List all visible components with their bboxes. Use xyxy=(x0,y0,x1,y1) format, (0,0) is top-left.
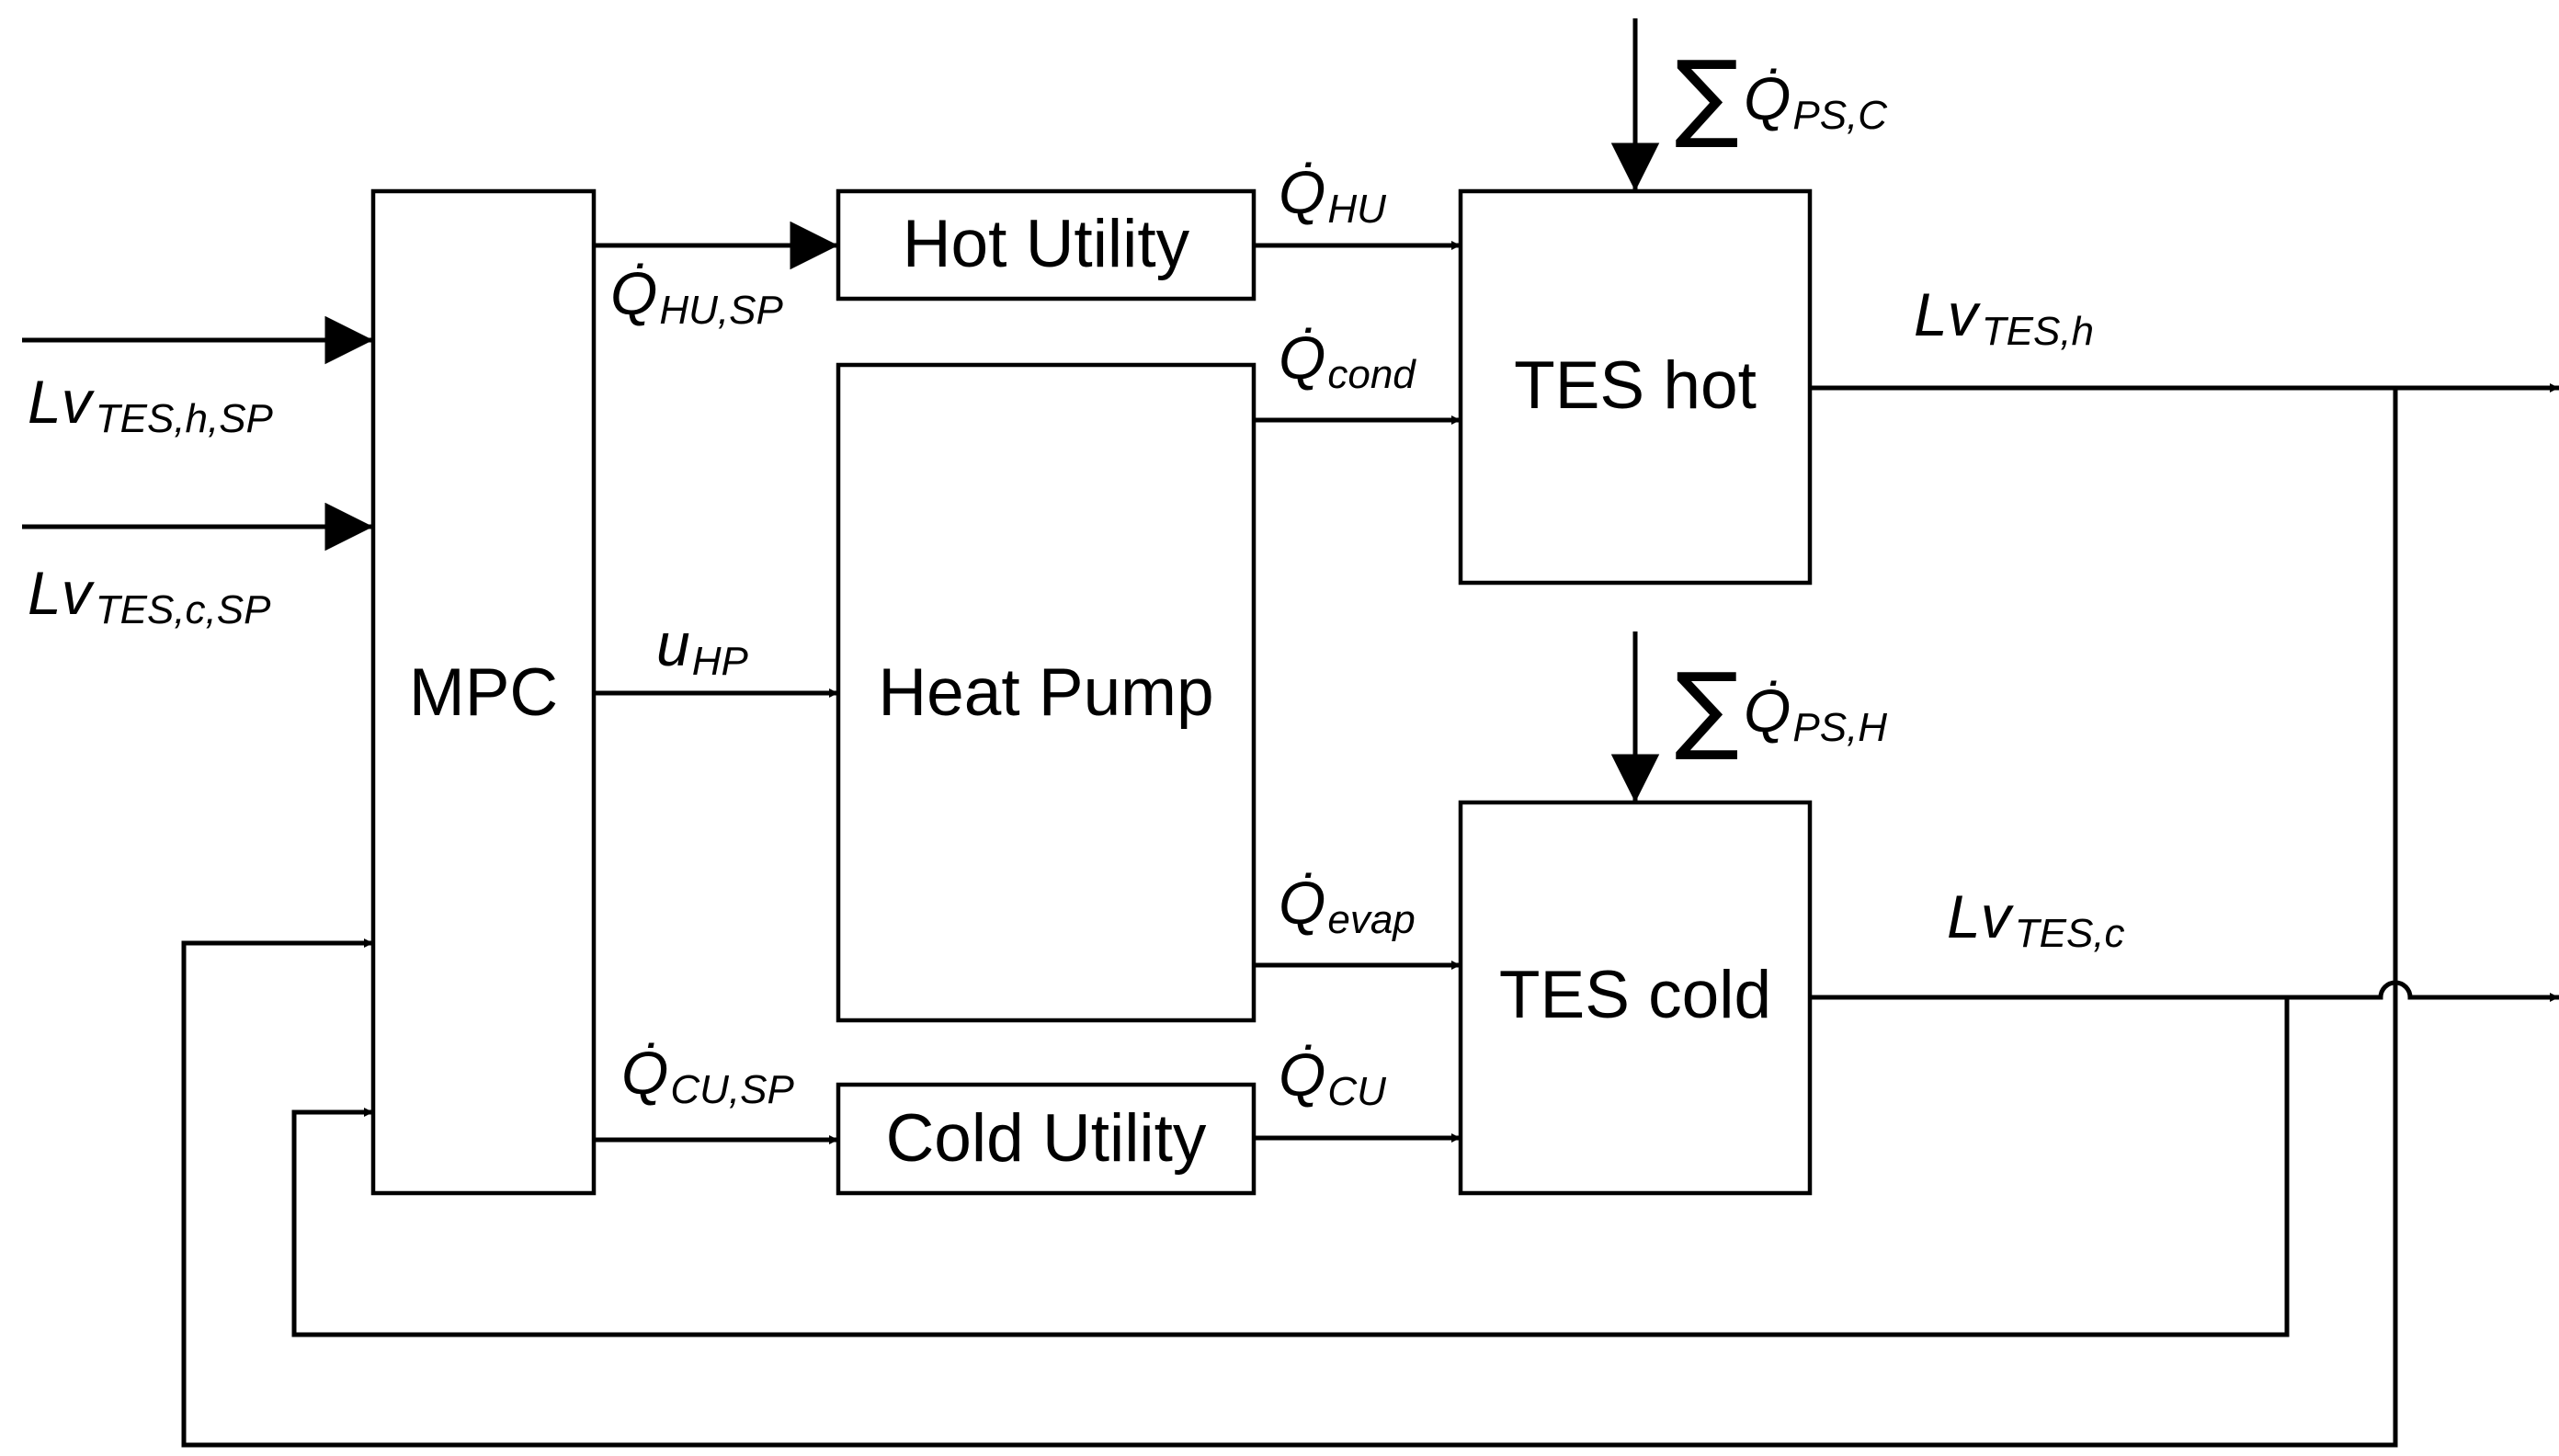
q-evap-base: Q̇ xyxy=(1279,869,1325,937)
mpc-label: MPC xyxy=(409,655,558,730)
signal-labels: LvTES,h,SP LvTES,c,SP Q̇HU,SP Q̇HU Q̇con… xyxy=(28,40,2125,1114)
lv-tes-h-feedback xyxy=(181,388,2398,1448)
q-cond-label: Q̇cond xyxy=(1279,324,1416,397)
sum-q-ps-c-label: ∑ Q̇PS,C xyxy=(1675,40,1888,152)
q-hu-sp-base: Q̇ xyxy=(610,259,657,327)
q-ps-c-sub: PS,C xyxy=(1792,93,1888,138)
lv-tes-h-sp-sub: TES,h,SP xyxy=(96,396,274,441)
lv-tes-h-sp-base: Lv xyxy=(28,368,96,436)
lv-tes-c-base: Lv xyxy=(1947,882,2015,950)
tes-hot-block: TES hot xyxy=(1458,188,1813,586)
q-hu-label: Q̇HU xyxy=(1279,158,1386,232)
mpc-block: MPC xyxy=(370,188,597,1196)
q-cu-sp-base: Q̇ xyxy=(621,1039,668,1107)
hot-utility-block: Hot Utility xyxy=(836,188,1257,301)
u-hp-label: uHP xyxy=(656,610,748,684)
tes-cold-label: TES cold xyxy=(1499,958,1771,1032)
lv-tes-c-feedback xyxy=(291,997,2290,1337)
q-evap-label: Q̇evap xyxy=(1279,869,1416,942)
q-hu-sub: HU xyxy=(1327,187,1386,232)
lv-tes-c-sp-sub: TES,c,SP xyxy=(96,587,271,632)
lv-tes-h-base: Lv xyxy=(1914,280,1982,348)
u-hp-sub: HP xyxy=(692,639,749,684)
lv-tes-h-sub: TES,h xyxy=(1982,309,2094,354)
tes-cold-block: TES cold xyxy=(1458,800,1813,1196)
q-ps-c-text: Q̇PS,C xyxy=(1744,64,1888,138)
q-hu-base: Q̇ xyxy=(1279,158,1325,226)
lv-tes-c-label: LvTES,c xyxy=(1947,882,2125,956)
u-hp-base: u xyxy=(656,610,690,678)
q-ps-h-sub: PS,H xyxy=(1792,705,1887,750)
sum-symbol-c: ∑ xyxy=(1675,40,1739,152)
q-evap-sub: evap xyxy=(1327,897,1415,942)
q-cond-base: Q̇ xyxy=(1279,324,1325,392)
hot-utility-label: Hot Utility xyxy=(903,207,1190,281)
q-ps-c-base: Q̇ xyxy=(1744,64,1791,132)
q-ps-h-base: Q̇ xyxy=(1744,677,1791,745)
lv-tes-c-sp-label: LvTES,c,SP xyxy=(28,559,271,632)
connections xyxy=(22,18,2559,1448)
lv-tes-c-sp-base: Lv xyxy=(28,559,96,627)
tes-hot-label: TES hot xyxy=(1514,348,1757,423)
q-cu-sp-label: Q̇CU,SP xyxy=(621,1039,794,1112)
q-hu-sp-sub: HU,SP xyxy=(659,288,783,333)
lv-tes-h-sp-label: LvTES,h,SP xyxy=(28,368,274,441)
cold-utility-label: Cold Utility xyxy=(886,1101,1207,1176)
q-cu-base: Q̇ xyxy=(1279,1041,1325,1109)
heat-pump-block: Heat Pump xyxy=(836,362,1257,1023)
q-cu-label: Q̇CU xyxy=(1279,1041,1386,1114)
lv-tes-h-label: LvTES,h xyxy=(1914,280,2094,354)
q-ps-h-text: Q̇PS,H xyxy=(1744,677,1887,750)
cold-utility-block: Cold Utility xyxy=(836,1082,1257,1196)
sum-symbol-h: ∑ xyxy=(1675,652,1739,764)
q-cu-sp-sub: CU,SP xyxy=(670,1067,794,1112)
sum-q-ps-h-label: ∑ Q̇PS,H xyxy=(1675,652,1887,764)
lv-tes-c-sub: TES,c xyxy=(2015,911,2125,956)
q-cu-sub: CU xyxy=(1327,1069,1386,1114)
heat-pump-label: Heat Pump xyxy=(878,655,1213,730)
q-cond-sub: cond xyxy=(1327,352,1416,397)
q-hu-sp-label: Q̇HU,SP xyxy=(610,259,783,333)
lv-tes-c-output-arrow xyxy=(1810,980,2559,1002)
